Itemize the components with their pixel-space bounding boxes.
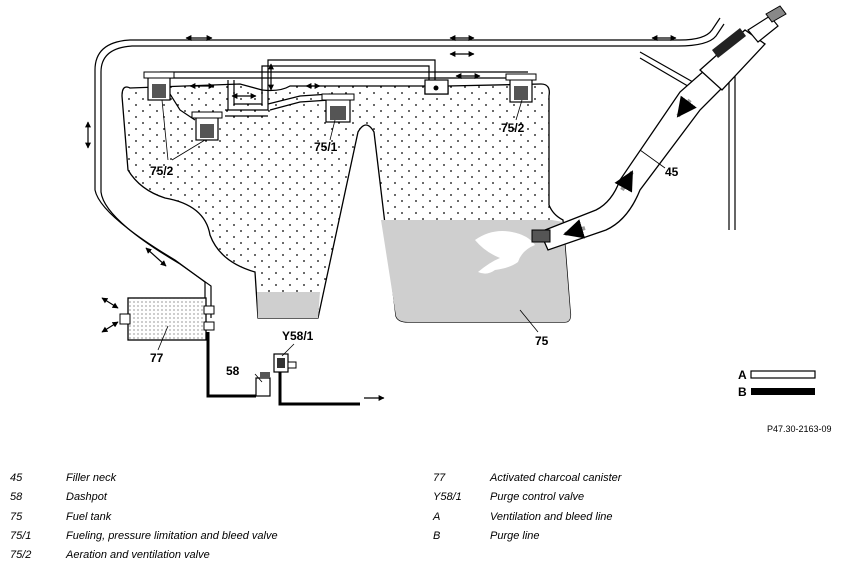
legend-code: 77 xyxy=(433,472,446,484)
legend-code: 75 xyxy=(10,511,23,523)
fuel-tank xyxy=(121,83,572,323)
legend-text: Purge line xyxy=(490,530,540,542)
filler-neck xyxy=(531,5,787,251)
figure-reference: P47.30-2163-09 xyxy=(767,424,832,434)
label-58: 58 xyxy=(226,364,240,378)
label-75-1: 75/1 xyxy=(314,140,338,154)
flow-arrows xyxy=(85,35,677,401)
legend-code: Y58/1 xyxy=(433,491,462,503)
fuel-system-diagram: 45 75 77 58 75/1 75/2 75/2 Y58/1 A B P47… xyxy=(85,5,832,434)
key-label-b: B xyxy=(738,385,747,399)
legend-text: Filler neck xyxy=(66,472,117,484)
purge-line xyxy=(206,332,360,406)
key-swatch-a xyxy=(750,370,816,379)
legend-text: Fuel tank xyxy=(66,511,112,523)
legend-text: Dashpot xyxy=(66,491,107,503)
valve-75-2-left xyxy=(143,71,175,101)
legend-text: Ventilation and bleed line xyxy=(490,511,613,523)
charcoal-canister xyxy=(119,297,215,341)
top-valve-dot xyxy=(433,85,439,91)
label-75: 75 xyxy=(535,334,549,348)
valve-75-1 xyxy=(321,93,355,123)
legend-code: 45 xyxy=(10,472,23,484)
legend-code: 75/1 xyxy=(10,530,32,542)
purge-control-valve xyxy=(273,353,297,373)
legend-text: Fueling, pressure limitation and bleed v… xyxy=(66,530,278,542)
legend-code: 75/2 xyxy=(10,549,32,561)
legend-text: Purge control valve xyxy=(490,491,585,503)
label-77: 77 xyxy=(150,351,164,365)
label-y58-1: Y58/1 xyxy=(282,329,314,343)
legend-code: A xyxy=(433,511,441,523)
label-45: 45 xyxy=(665,165,679,179)
legend-text: Aeration and ventilation valve xyxy=(66,549,210,561)
fuel-level-left xyxy=(257,292,320,318)
dashpot xyxy=(255,372,271,397)
legend-code: 58 xyxy=(10,491,23,503)
label-75-2-left: 75/2 xyxy=(150,164,174,178)
legend-code: B xyxy=(433,530,441,542)
key-label-a: A xyxy=(738,368,747,382)
valve-75-2-mid xyxy=(191,111,223,141)
key-swatch-b xyxy=(751,388,815,395)
leader-lines xyxy=(157,99,666,383)
fuel-splash xyxy=(475,231,535,274)
legend-text: Activated charcoal canister xyxy=(490,472,622,484)
valve-75-2-right xyxy=(505,73,537,103)
label-75-2-right: 75/2 xyxy=(501,121,525,135)
